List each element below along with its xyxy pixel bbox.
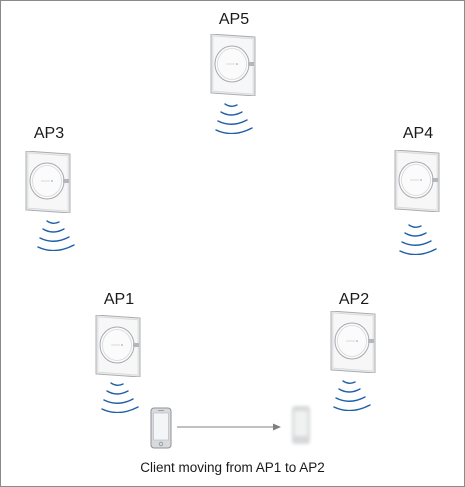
wifi-signal-icon (101, 381, 143, 413)
access-point-icon (328, 311, 378, 373)
access-point-icon (23, 151, 73, 213)
ap1-label: AP1 (103, 291, 135, 308)
smartphone-icon (150, 407, 172, 449)
access-point-icon (392, 150, 442, 212)
access-point-icon (93, 315, 143, 377)
wifi-signal-icon (333, 379, 375, 411)
arrow-right-icon (177, 423, 281, 431)
diagram-caption: Client moving from AP1 to AP2 (140, 460, 325, 475)
smartphone-ghost-icon (292, 406, 310, 444)
ap3-label: AP3 (33, 125, 65, 142)
ap2-label: AP2 (338, 291, 370, 308)
ap4-label: AP4 (402, 125, 434, 142)
wifi-signal-icon (399, 223, 441, 255)
access-point-icon (208, 34, 258, 96)
wifi-signal-icon (37, 219, 79, 251)
wifi-signal-icon (215, 102, 257, 134)
ap5-label: AP5 (218, 11, 250, 28)
